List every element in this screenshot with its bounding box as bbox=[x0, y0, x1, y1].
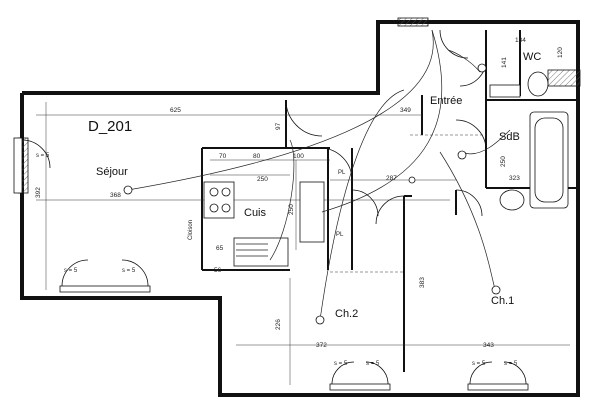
dim-625: 625 bbox=[170, 107, 181, 114]
door-wc bbox=[459, 59, 487, 87]
window-label: s = 5 bbox=[64, 268, 78, 274]
window-label: s = 5 bbox=[36, 153, 50, 159]
door-placard-2 bbox=[351, 189, 379, 217]
dim-120: 120 bbox=[557, 47, 564, 58]
window-label: s = 5 bbox=[334, 361, 348, 367]
wall-hatch-top bbox=[397, 17, 429, 27]
door-placard-1 bbox=[319, 147, 353, 181]
room-entree: Entrée bbox=[430, 95, 462, 107]
dim-250-b: 250 bbox=[288, 204, 295, 215]
bathroom-fixtures bbox=[489, 71, 569, 211]
kitchen-fixtures bbox=[203, 181, 325, 267]
placard-2: PL bbox=[336, 232, 344, 238]
window-label: s = 5 bbox=[366, 361, 380, 367]
dim-250-a: 250 bbox=[257, 176, 268, 183]
unit-title: D_201 bbox=[88, 118, 132, 135]
dimension-lines bbox=[36, 102, 570, 385]
window-label: s = 5 bbox=[504, 361, 518, 367]
toilet bbox=[527, 71, 549, 97]
dimension-texts: 625 349 368 392 287 97 250 250 250 70 80… bbox=[35, 37, 564, 349]
door-ch2 bbox=[375, 195, 405, 225]
dim-80: 80 bbox=[253, 153, 261, 160]
dim-372: 372 bbox=[316, 342, 327, 349]
window-sejour-bottom-1: s = 5 s = 5 bbox=[59, 259, 151, 293]
room-sejour: Séjour bbox=[96, 166, 128, 178]
window-ch2: s = 5 s = 5 bbox=[329, 361, 391, 391]
kitchen-sink bbox=[233, 237, 289, 267]
dim-250-c: 250 bbox=[500, 156, 507, 167]
windows: s = 5 s = 5 s = 5 s = 5 s = 5 s = 5 s = … bbox=[13, 137, 529, 391]
window-ch1: s = 5 s = 5 bbox=[467, 361, 529, 391]
dim-226: 226 bbox=[275, 319, 282, 330]
dim-97: 97 bbox=[275, 122, 282, 130]
door-entry bbox=[439, 29, 469, 59]
room-ch1: Ch.1 bbox=[491, 295, 514, 307]
window-sejour-left: s = 5 bbox=[13, 137, 51, 194]
dim-65: 65 bbox=[216, 245, 224, 252]
room-cuis: Cuis bbox=[244, 207, 267, 219]
dim-100: 100 bbox=[293, 153, 304, 160]
doors bbox=[285, 29, 487, 225]
cloison-label: Cloison bbox=[188, 220, 194, 240]
dashed-lines bbox=[330, 134, 486, 273]
dim-343: 343 bbox=[483, 342, 494, 349]
washbasin bbox=[499, 189, 525, 211]
room-labels: D_201 Séjour Entrée WC SdB Cuis Ch.1 Ch.… bbox=[88, 51, 541, 320]
dim-70: 70 bbox=[219, 153, 227, 160]
dim-134: 134 bbox=[515, 37, 526, 44]
dim-323: 323 bbox=[509, 175, 520, 182]
dim-392: 392 bbox=[35, 187, 42, 198]
wc-handbasin bbox=[489, 84, 521, 98]
room-sdb: SdB bbox=[499, 131, 520, 143]
placard-1: PL bbox=[338, 170, 346, 176]
room-ch2: Ch.2 bbox=[335, 308, 358, 320]
dim-56: 56 bbox=[214, 267, 222, 274]
fridge bbox=[299, 181, 325, 243]
window-label: s = 5 bbox=[472, 361, 486, 367]
outer-walls bbox=[17, 17, 581, 397]
cooktop bbox=[203, 181, 235, 219]
dim-368: 368 bbox=[110, 192, 121, 199]
dim-383: 383 bbox=[419, 277, 426, 288]
dim-141: 141 bbox=[501, 57, 508, 68]
dim-349: 349 bbox=[400, 107, 411, 114]
wall-hatch-right bbox=[547, 69, 581, 87]
door-ch1 bbox=[455, 189, 483, 217]
electrical-lines bbox=[123, 29, 511, 325]
door-sdb bbox=[455, 119, 487, 151]
window-label: s = 5 bbox=[122, 268, 136, 274]
room-wc: WC bbox=[523, 51, 541, 63]
dim-287: 287 bbox=[386, 175, 397, 182]
door-kitchen bbox=[285, 99, 323, 137]
